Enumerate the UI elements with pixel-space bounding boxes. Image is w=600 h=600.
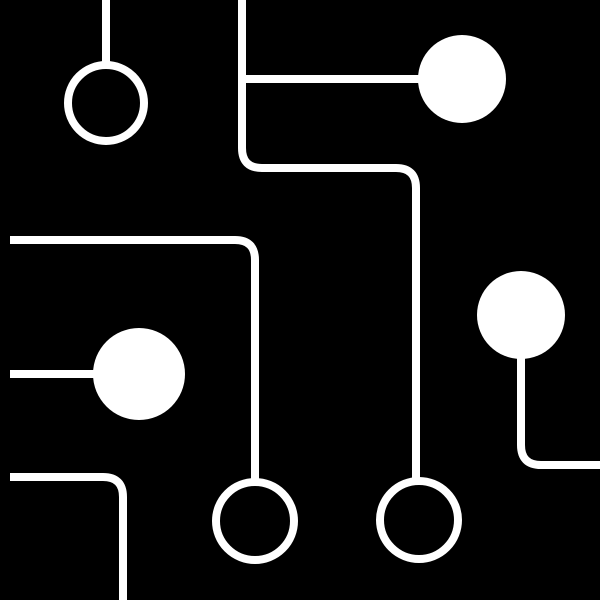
trace-bottom-left-corner [10, 473, 127, 600]
trace-right-node-drop [517, 352, 600, 469]
node-ring-top-left [64, 61, 148, 145]
node-disc-mid-left [93, 328, 185, 420]
node-disc-top-right [418, 35, 506, 123]
trace-left-bus-to-bottom-ring [10, 236, 259, 482]
trace-group [10, 0, 600, 600]
node-ring-bottom-right [376, 477, 462, 563]
trace-main-spine [238, 0, 420, 481]
node-ring-bottom-center [212, 478, 298, 564]
node-group [64, 35, 565, 564]
node-disc-right [477, 271, 565, 359]
